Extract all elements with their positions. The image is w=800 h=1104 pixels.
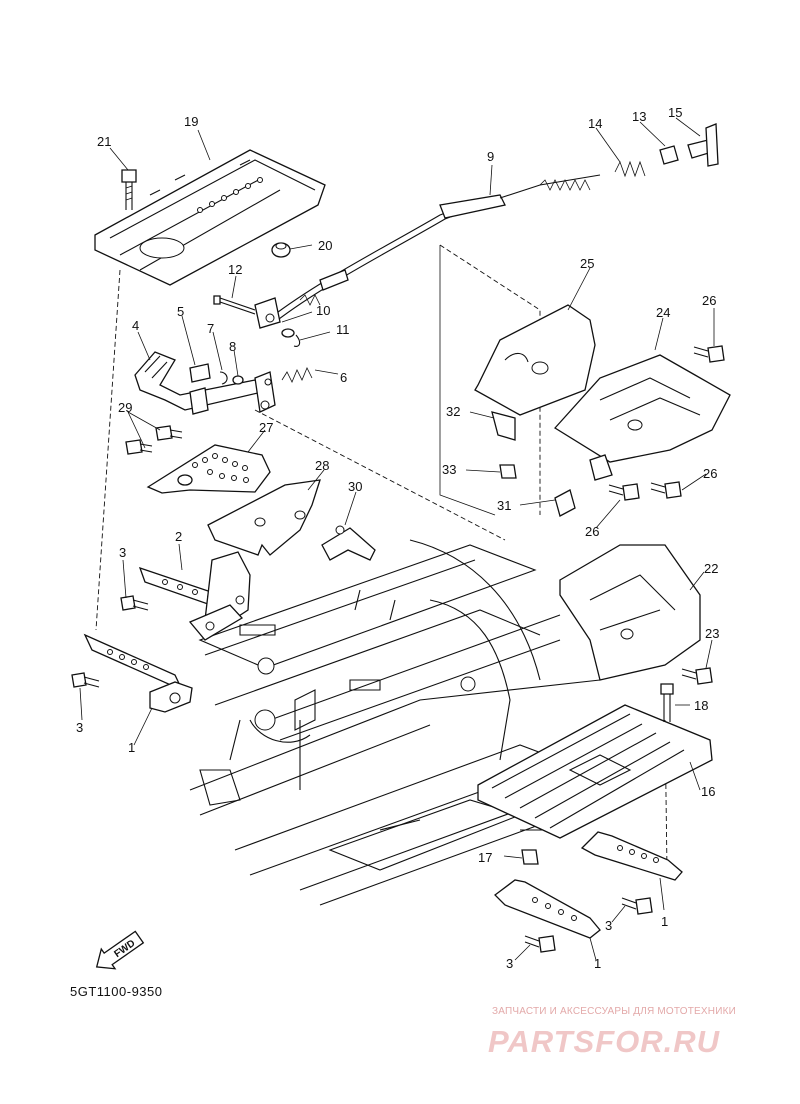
callout-28: 28: [315, 458, 329, 473]
bolt-3-b: [71, 672, 100, 688]
callout-16: 16: [701, 784, 715, 799]
callout-30: 30: [348, 479, 362, 494]
guard-25: [474, 304, 596, 416]
callout-11: 11: [336, 322, 350, 337]
callout-21: 21: [97, 134, 111, 149]
callout-33: 33: [442, 462, 456, 477]
callout-1-c: 1: [594, 956, 601, 971]
leader-lines: [79, 117, 715, 961]
bolt-18: [660, 683, 674, 722]
callout-10: 10: [316, 303, 330, 318]
bolt-3-a: [120, 595, 149, 611]
callout-3-c: 3: [605, 918, 612, 933]
bracket-1-left: [83, 633, 193, 713]
callout-4: 4: [132, 318, 139, 333]
clevis-10: [254, 297, 295, 338]
brake-cable: [269, 174, 601, 323]
bolt-26-b: [650, 481, 682, 499]
callout-6: 6: [340, 370, 347, 385]
bolt-3-c: [621, 897, 653, 915]
watermark-caption: ЗАПЧАСТИ И АКСЕССУАРЫ ДЛЯ МОТОТЕХНИКИ: [492, 1006, 737, 1017]
footrest-27: [146, 444, 271, 494]
bolt-26-a: [693, 345, 725, 363]
bracket-2: [138, 551, 251, 641]
callout-1-a: 1: [128, 740, 135, 755]
plate-28: [207, 479, 321, 556]
callout-20: 20: [318, 238, 332, 253]
callout-2: 2: [175, 529, 182, 544]
pin-12: [213, 295, 256, 315]
bracket-31: [554, 489, 576, 517]
callout-29: 29: [118, 400, 132, 415]
callout-26-c: 26: [585, 524, 599, 539]
bolt-33: [499, 464, 517, 479]
washer-8: [232, 375, 244, 385]
callout-22: 22: [704, 561, 718, 576]
callout-19: 19: [184, 114, 198, 129]
callout-32: 32: [446, 404, 460, 419]
callout-23: 23: [705, 626, 719, 641]
drawing-code: 5GT1100-9350: [70, 984, 163, 999]
bracket-1-right-lower: [494, 879, 601, 939]
callout-25: 25: [580, 256, 594, 271]
bolts-29: [125, 425, 183, 455]
bolt-26-c: [608, 483, 640, 501]
brake-pedal: [134, 351, 276, 415]
callout-3-b: 3: [76, 720, 83, 735]
guard-plate: [94, 149, 326, 286]
cotter-pin-11: [293, 334, 301, 347]
callout-7: 7: [207, 321, 214, 336]
callout-18: 18: [694, 698, 708, 713]
callout-24: 24: [656, 305, 670, 320]
callout-3-a: 3: [119, 545, 126, 560]
callout-26-b: 26: [703, 466, 717, 481]
callout-9: 9: [487, 149, 494, 164]
grommet-20: [271, 242, 291, 258]
bolt-3-d: [524, 935, 556, 953]
bracket-1-right-upper: [580, 831, 683, 881]
floorboard-16: [477, 704, 713, 839]
callout-27: 27: [259, 420, 273, 435]
spring-6: [281, 367, 313, 383]
guard-22: [559, 544, 701, 681]
callout-17: 17: [478, 850, 492, 865]
clip-7: [219, 371, 228, 385]
callout-12: 12: [228, 262, 242, 277]
callout-26-a: 26: [702, 293, 716, 308]
callout-1-b: 1: [661, 914, 668, 929]
watermark-logo: PARTSFOR.RU: [488, 1024, 721, 1059]
bolt-23: [681, 667, 713, 685]
bracket-30: [321, 525, 376, 561]
callout-15: 15: [668, 105, 682, 120]
nut-17: [521, 849, 539, 865]
callout-labels: 1 1 1 1 2 3 3 3 3 4 5 6 7 8 9 10 11 12 1…: [76, 105, 719, 971]
callout-5: 5: [177, 304, 184, 319]
callout-13: 13: [632, 109, 646, 124]
callout-3-d: 3: [506, 956, 513, 971]
guard-24: [553, 354, 731, 481]
cable-adjuster-parts: [614, 123, 719, 178]
bracket-32: [491, 411, 516, 441]
callout-14: 14: [588, 116, 602, 131]
fwd-arrow-icon: FWD: [95, 930, 145, 970]
callout-8: 8: [229, 339, 236, 354]
callout-31: 31: [497, 498, 511, 513]
cap-5: [189, 363, 211, 383]
bolt-21: [121, 169, 137, 210]
